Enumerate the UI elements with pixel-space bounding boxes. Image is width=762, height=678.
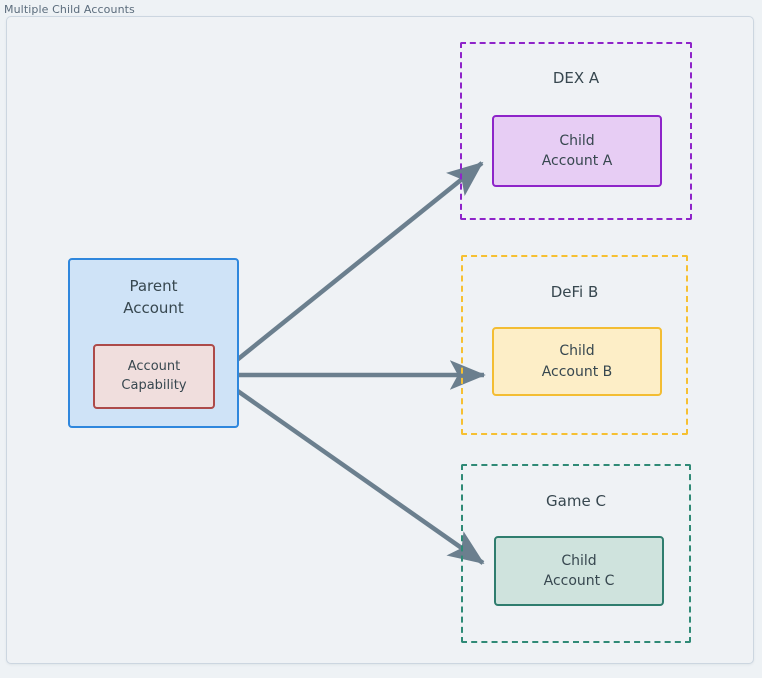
child-account-c-node[interactable]: Child Account C [494,536,664,606]
child-account-a-label-line1: Child [559,132,595,149]
account-capability-label-line2: Capability [121,377,187,393]
group-defi-b-title: DeFi B [550,283,599,301]
parent-account-label-line2: Account [123,298,184,317]
child-account-a-node[interactable]: Child Account A [492,115,662,187]
account-capability-label-line1: Account [127,358,181,374]
child-account-b-label-line2: Account B [541,363,613,380]
account-capability-node[interactable]: Account Capability [93,344,215,409]
child-account-a-label-line2: Account A [541,153,613,169]
group-dex-a[interactable]: DEX A [460,42,692,220]
child-account-c-label-line2: Account C [543,573,615,589]
parent-account-label-line1: Parent [129,277,178,295]
group-defi-b[interactable]: DeFi B [461,255,688,435]
child-account-b-label-line1: Child [559,343,595,360]
group-game-c-title: Game C [546,492,606,510]
group-dex-a-title: DEX A [552,69,600,87]
page-title: Multiple Child Accounts [4,3,135,16]
child-account-b-node[interactable]: Child Account B [492,327,662,396]
group-game-c[interactable]: Game C [461,464,691,643]
child-account-c-label-line1: Child [561,552,597,569]
